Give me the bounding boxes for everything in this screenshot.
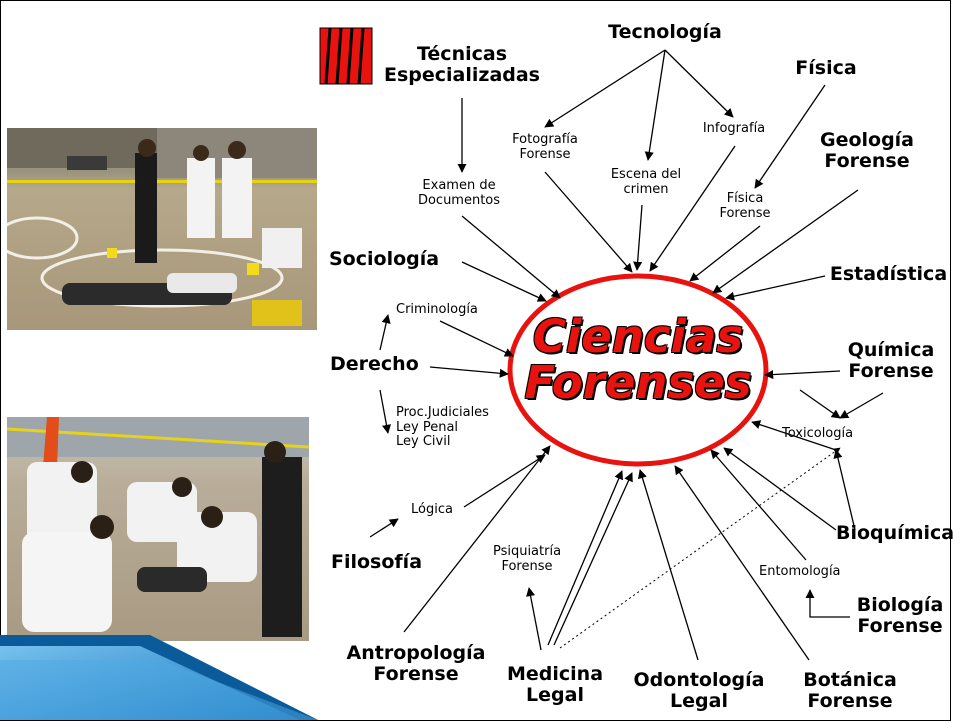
subnode-escena: Escena del crimen	[596, 167, 696, 197]
node-quimica: Química Forense	[836, 339, 946, 383]
node-biologia-line1: Biología	[856, 594, 944, 616]
node-tecnologia: Tecnología	[608, 21, 722, 43]
subnode-proc: Proc.Judiciales Ley Penal Ley Civil	[396, 405, 489, 450]
node-biologia: Biología Forense	[850, 594, 950, 638]
subnode-psiquiatria-line2: Forense	[501, 558, 553, 574]
node-tecnicas-line2: Especializadas	[383, 64, 540, 87]
node-filosofia: Filosofía	[331, 551, 423, 573]
node-fisica: Física	[795, 57, 857, 79]
node-derecho: Derecho	[330, 353, 419, 375]
center-title-line1: Ciencias	[532, 310, 744, 363]
subnode-fotografia-line1: Fotografía	[512, 132, 578, 147]
subnode-fotografia-line2: Forense	[519, 146, 571, 162]
node-tecnicas: Técnicas Especializadas	[372, 43, 552, 87]
node-tecnicas-line1: Técnicas	[416, 43, 508, 65]
node-estadistica: Estadística	[829, 263, 948, 285]
subnode-toxicologia: Toxicología	[782, 426, 854, 441]
node-geologia-line2: Forense	[824, 150, 910, 173]
node-quimica-line1: Química	[847, 339, 935, 361]
subnode-examen-line1: Examen de	[422, 178, 496, 193]
subnode-logica: Lógica	[411, 502, 453, 517]
center-title-line2: Forenses	[524, 356, 752, 409]
subnode-fisica-forense-line2: Forense	[719, 205, 771, 221]
node-geologia: Geología Forense	[812, 129, 922, 173]
node-antropologia-line1: Antropología	[346, 642, 486, 664]
forensic-team-photo	[7, 417, 309, 641]
node-botanica-line2: Forense	[807, 690, 893, 713]
node-medicina: Medicina Legal	[495, 663, 615, 707]
subnode-criminologia: Criminología	[396, 302, 478, 317]
node-medicina-line1: Medicina	[506, 663, 604, 685]
node-biologia-line2: Forense	[857, 615, 943, 638]
node-antropologia-line2: Forense	[373, 663, 459, 686]
node-bioquimica: Bioquímica	[836, 522, 953, 544]
subnode-proc-line1: Proc.Judiciales	[396, 405, 489, 420]
blue-chevron-decoration	[0, 635, 318, 720]
subnode-fisica-forense-line1: Física	[726, 191, 764, 206]
subnode-escena-line1: Escena del	[610, 167, 682, 182]
subnode-fotografia: Fotografía Forense	[495, 132, 595, 162]
subnode-proc-line3: Ley Civil	[396, 434, 451, 450]
node-geologia-line1: Geología	[819, 129, 915, 151]
node-medicina-line2: Legal	[526, 684, 584, 707]
node-botanica: Botánica Forense	[800, 669, 900, 713]
subnode-proc-line2: Ley Penal	[396, 419, 459, 435]
node-botanica-line1: Botánica	[803, 669, 897, 691]
center-title: Ciencias Forenses	[520, 314, 756, 406]
subnode-examen-line2: Documentos	[417, 192, 501, 208]
node-odontologia-line1: Odontología	[633, 669, 765, 691]
red-stripes-icon	[319, 27, 373, 85]
subnode-entomologia: Entomología	[759, 564, 841, 579]
subnode-psiquiatria: Psiquiatría Forense	[477, 544, 577, 574]
node-antropologia: Antropología Forense	[336, 642, 496, 686]
subnode-fisica-forense: Física Forense	[705, 191, 785, 221]
node-odontologia: Odontología Legal	[624, 669, 774, 713]
node-quimica-line2: Forense	[848, 360, 934, 383]
center-ellipse	[507, 273, 769, 467]
subnode-escena-line2: crimen	[623, 181, 669, 197]
subnode-psiquiatria-line1: Psiquiatría	[492, 544, 562, 559]
crime-scene-photo	[7, 128, 317, 330]
node-sociologia: Sociología	[329, 248, 440, 270]
subnode-examen: Examen de Documentos	[404, 178, 514, 208]
subnode-infografia: Infografía	[702, 121, 766, 136]
node-odontologia-line2: Legal	[670, 690, 728, 713]
